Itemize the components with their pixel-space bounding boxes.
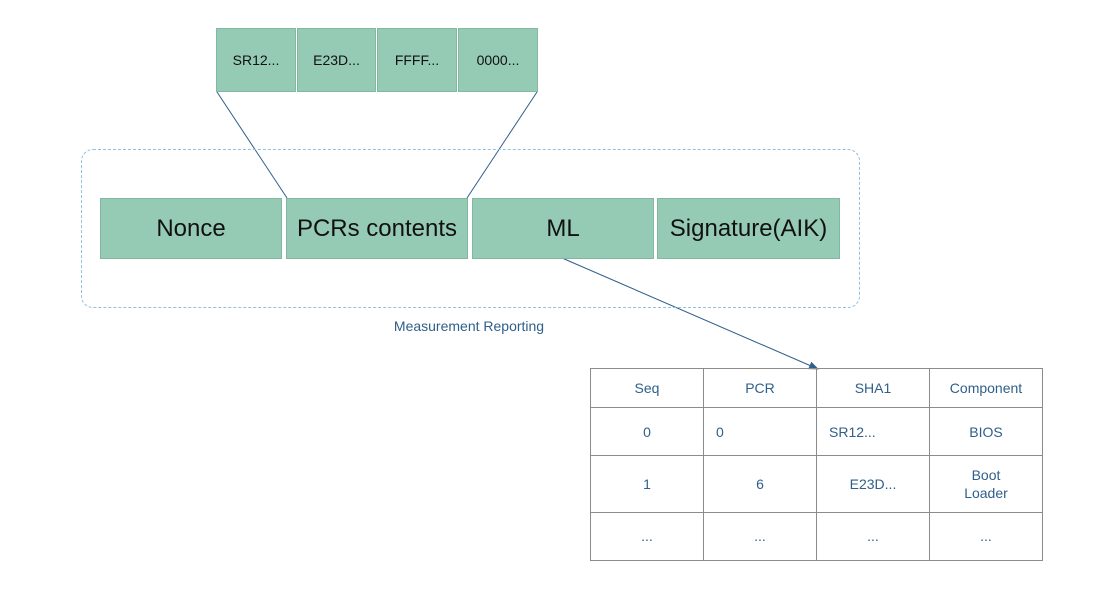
table-cell: 6 xyxy=(703,455,817,513)
table-cell: E23D... xyxy=(816,455,930,513)
ml-to-table-arrow xyxy=(561,257,819,370)
measurement-log-table: Seq PCR SHA1 Component 0 0 SR12... BIOS … xyxy=(590,367,1043,562)
table-cell: ... xyxy=(816,511,930,562)
zoom-line-right xyxy=(466,91,538,199)
column-header: PCR xyxy=(703,367,817,409)
column-header: Component xyxy=(929,367,1043,409)
pcr-value-cell: FFFF... xyxy=(377,28,457,92)
table-cell: SR12... xyxy=(816,407,930,457)
table-header-row: Seq PCR SHA1 Component xyxy=(590,367,1043,409)
table-row: ... ... ... ... xyxy=(590,511,1043,562)
table-cell: ... xyxy=(590,511,704,562)
table-cell: ... xyxy=(703,511,817,562)
pcr-value-cell: E23D... xyxy=(297,28,376,92)
table-cell: 0 xyxy=(590,407,704,457)
table-cell: ... xyxy=(929,511,1043,562)
signature-aik-field: Signature(AIK) xyxy=(657,198,840,259)
pcr-value-cell: SR12... xyxy=(216,28,296,92)
table-cell: 1 xyxy=(590,455,704,513)
group-caption: Measurement Reporting xyxy=(393,318,545,334)
table-row: 0 0 SR12... BIOS xyxy=(590,407,1043,457)
table-row: 1 6 E23D... Boot Loader xyxy=(590,455,1043,513)
table-cell: 0 xyxy=(703,407,817,457)
pcr-value-cell: 0000... xyxy=(458,28,538,92)
zoom-line-left xyxy=(216,91,288,199)
column-header: Seq xyxy=(590,367,704,409)
table-cell: Boot Loader xyxy=(929,455,1043,513)
nonce-field: Nonce xyxy=(100,198,282,259)
measurement-reporting-group xyxy=(81,149,860,308)
pcrs-contents-field: PCRs contents xyxy=(286,198,468,259)
table-cell: BIOS xyxy=(929,407,1043,457)
column-header: SHA1 xyxy=(816,367,930,409)
ml-field: ML xyxy=(472,198,654,259)
